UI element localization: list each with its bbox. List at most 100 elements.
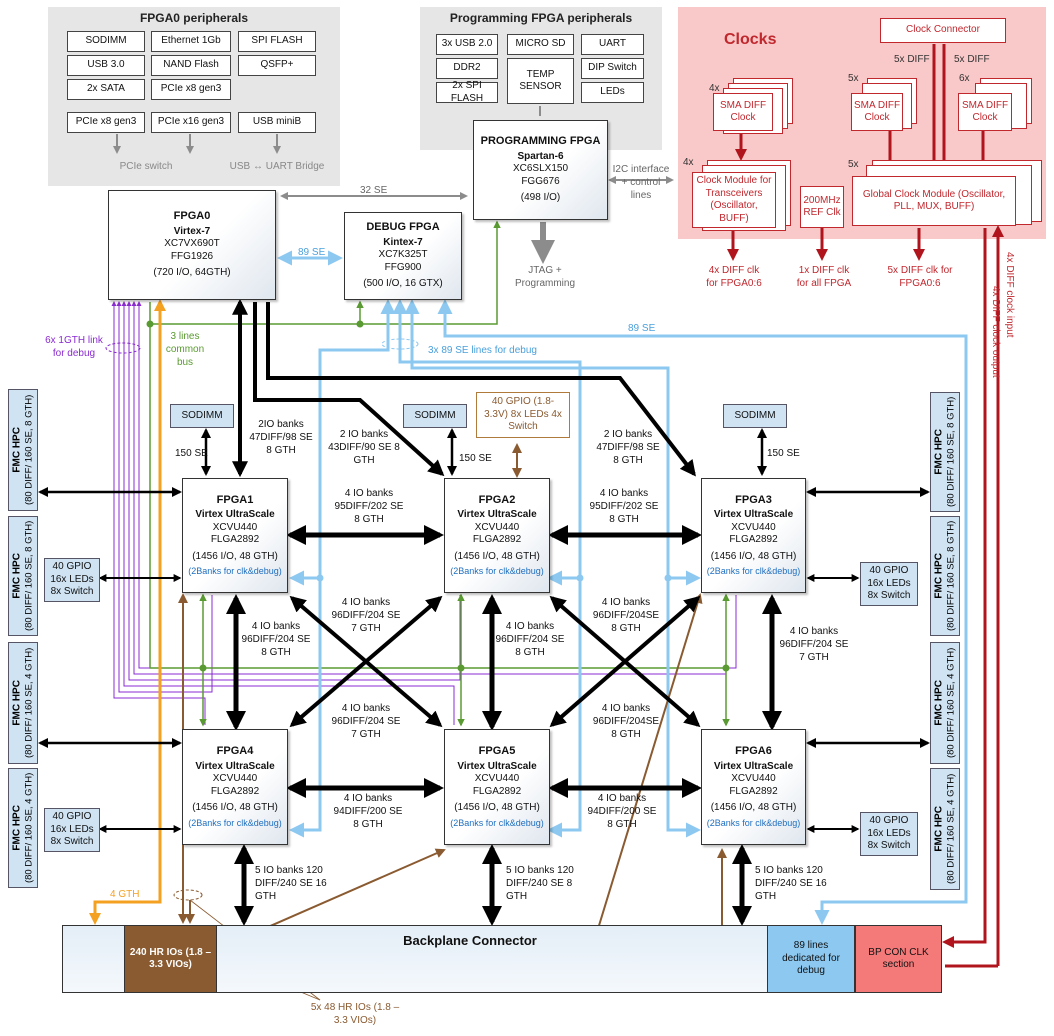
clock-out-left: 4x DIFF clk for FPGA0:6 (706, 265, 762, 289)
label-x-right-bot: 4 IO banks 96DIFF/204SE 8 GTH (592, 703, 660, 740)
sma-right-mult: 6x (959, 73, 970, 84)
fpga1-note: (2Banks for clk&debug) (188, 566, 282, 577)
fpga4-family: Virtex UltraScale (195, 760, 275, 772)
clock-connector: Clock Connector (880, 18, 1006, 43)
fpga2-pkg: FLGA2892 (472, 534, 522, 546)
periph-pcie-x16: PCIe x16 gen3 (151, 112, 231, 133)
fpga2-family: Virtex UltraScale (457, 509, 537, 521)
fmc-left-4-detail: (80 DIFF/ 160 SE, 4 GTH) (23, 772, 35, 884)
periph-temp-sensor: TEMP SENSOR (507, 58, 574, 104)
fpga2-name: FPGA2 (478, 493, 516, 506)
fpga0-part: XC7VX690T (164, 238, 220, 250)
fpga0-peripherals-title: FPGA0 peripherals (139, 11, 249, 25)
fpga4-chip: FPGA4 Virtex UltraScale XCVU440 FLGA2892… (182, 729, 288, 845)
gpio-fpga6: 40 GPIO 16x LEDs 8x Switch (860, 812, 918, 856)
fmc-right-3: FMC HPC(80 DIFF/ 160 SE, 4 GTH) (930, 642, 960, 764)
fmc-right-3-title: FMC HPC (933, 680, 945, 726)
periph-pcie-x8-a: PCIe x8 gen3 (151, 79, 231, 100)
fmc-left-2: FMC HPC(80 DIFF/ 160 SE, 8 GTH) (8, 516, 38, 636)
clock-vertical-input: 4x DIFF clock input (1004, 252, 1015, 338)
fmc-left-4-title: FMC HPC (11, 805, 23, 851)
label-32se: 32 SE (360, 185, 388, 196)
label-i2c: I2C interface + control lines (612, 164, 670, 201)
fpga1-part: XCVU440 (212, 521, 258, 533)
fpga6-part: XCVU440 (731, 773, 776, 785)
fmc-right-2: FMC HPC(80 DIFF/ 160 SE, 8 GTH) (930, 516, 960, 636)
periph-nand: NAND Flash (151, 55, 231, 76)
fpga1-family: Virtex UltraScale (195, 509, 275, 521)
periph-leds: LEDs (581, 82, 644, 103)
fpga1-chip: FPGA1 Virtex UltraScale XCVU440 FLGA2892… (182, 478, 288, 593)
label-f3-f6: 4 IO banks 96DIFF/204 SE 7 GTH (779, 626, 849, 663)
label-f4-f5: 4 IO banks 94DIFF/200 SE 8 GTH (333, 793, 403, 830)
debug-fpga-io: (500 I/O, 16 GTX) (363, 278, 443, 290)
label-4gth: 4 GTH (110, 889, 140, 900)
global-clock-module: Global Clock Module (Oscillator, PLL, MU… (852, 176, 1016, 226)
sma-right: SMA DIFF Clock (958, 93, 1012, 131)
fpga3-chip: FPGA3 Virtex UltraScale XCVU440 FLGA2892… (701, 478, 806, 593)
sma-left: SMA DIFF Clock (713, 93, 773, 131)
fpga0-io: (720 I/O, 64GTH) (153, 267, 231, 279)
global-module-mult: 5x (848, 159, 859, 170)
label-x-left-bot: 4 IO banks 96DIFF/204 SE 7 GTH (331, 703, 401, 740)
label-gth-link: 6x 1GTH link for debug (45, 335, 103, 359)
fpga2-note: (2Banks for clk&debug) (450, 566, 544, 577)
periph-spi-flash: SPI FLASH (238, 31, 316, 52)
sodimm-fpga1: SODIMM (170, 404, 234, 428)
periph-microsd: MICRO SD (507, 34, 574, 55)
periph-dip-switch: DIP Switch (581, 58, 644, 79)
clock-out-right: 5x DIFF clk for FPGA0:6 (887, 265, 953, 289)
label-f1-f2: 4 IO banks 95DIFF/202 SE 8 GTH (334, 488, 404, 525)
fpga5-note: (2Banks for clk&debug) (450, 817, 544, 828)
usb-uart-bridge-label: USB ↔ UART Bridge (229, 161, 325, 172)
gpio-fpga4: 40 GPIO 16x LEDs 8x Switch (44, 808, 100, 852)
sma-left-mult: 4x (709, 83, 720, 94)
fpga6-family: Virtex UltraScale (713, 760, 794, 772)
fpga1-pkg: FLGA2892 (210, 534, 260, 546)
red-clock-links (727, 44, 1004, 968)
fpga0-chip: FPGA0 Virtex-7 XC7VX690T FFG1926 (720 I/… (108, 190, 276, 300)
clock-vertical-output: 4x DIFF clock output (990, 286, 1001, 378)
fpga6-pkg: FLGA2892 (729, 785, 778, 797)
clock-module-mult: 4x (683, 157, 694, 168)
debug-fpga-chip: DEBUG FPGA Kintex-7 XC7K325T FFG900 (500… (344, 212, 462, 300)
fmc-right-3-detail: (80 DIFF/ 160 SE, 4 GTH) (945, 647, 957, 759)
fpga3-name: FPGA3 (735, 493, 772, 506)
label-f4-bp: 5 IO banks 120 DIFF/240 SE 16 GTH (255, 865, 327, 902)
gpio-fpga2: 40 GPIO (1.8-3.3V) 8x LEDs 4x Switch (476, 392, 570, 438)
fpga5-pkg: FLGA2892 (472, 785, 522, 797)
label-f0-f1: 2IO banks 47DIFF/98 SE 8 GTH (249, 419, 313, 456)
fpga3-part: XCVU440 (731, 521, 776, 533)
fpga4-pkg: FLGA2892 (210, 785, 260, 797)
label-89se-debug: 3x 89 SE lines for debug (428, 345, 537, 356)
fpga4-note: (2Banks for clk&debug) (188, 817, 282, 828)
diff-5x-left: 5x DIFF (894, 54, 930, 65)
fpga0-name: FPGA0 (173, 210, 211, 223)
fmc-right-1-detail: (80 DIFF/ 160 SE, 8 GTH) (945, 396, 957, 508)
backplane-title: Backplane Connector (403, 933, 537, 948)
label-jtag: JTAG + Programming (514, 265, 576, 289)
gpio-fpga3: 40 GPIO 16x LEDs 8x Switch (860, 562, 918, 606)
programming-fpga-pkg: FGG676 (521, 175, 560, 187)
fpga4-part: XCVU440 (212, 773, 258, 785)
sma-mid-mult: 5x (848, 73, 859, 84)
fpga5-family: Virtex UltraScale (457, 760, 537, 772)
orange-4gth-link (89, 299, 166, 925)
label-f5-f6: 4 IO banks 94DIFF/200 SE 8 GTH (587, 793, 657, 830)
fpga3-io: (1456 I/O, 48 GTH) (710, 550, 797, 562)
periph-spi-flash-2x: 2x SPI FLASH (436, 80, 498, 104)
fmc-right-1: FMC HPC(80 DIFF/ 160 SE, 8 GTH) (930, 392, 960, 512)
fpga2-chip: FPGA2 Virtex UltraScale XCVU440 FLGA2892… (444, 478, 550, 593)
diff-5x-right: 5x DIFF (954, 54, 990, 65)
label-f2-f3: 4 IO banks 95DIFF/202 SE 8 GTH (589, 488, 659, 525)
gpio-fpga1: 40 GPIO 16x LEDs 8x Switch (44, 558, 100, 602)
programming-fpga-name: PROGRAMMING FPGA (480, 135, 601, 148)
fpga3-pkg: FLGA2892 (729, 534, 778, 546)
fpga4-io: (1456 I/O, 48 GTH) (192, 802, 278, 814)
label-150se-3: 150 SE (767, 448, 800, 459)
label-f6-bp: 5 IO banks 120 DIFF/240 SE 16 GTH (755, 865, 827, 902)
periph-uart: UART (581, 34, 644, 55)
blue-junctions (316, 574, 672, 582)
fpga3-family: Virtex UltraScale (713, 509, 794, 521)
fpga0-pkg: FFG1926 (170, 250, 214, 262)
